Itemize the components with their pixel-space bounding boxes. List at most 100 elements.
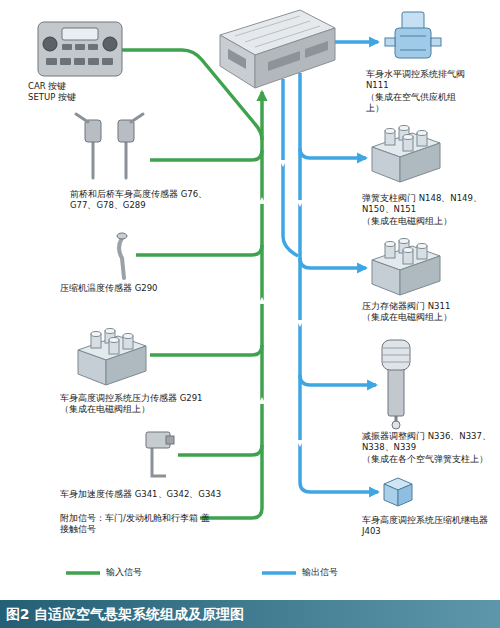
exhaust-valve-illustration — [431, 38, 441, 46]
damper-strut-illustration — [383, 348, 409, 349]
component-label: 压力存储器阀门 N311 — [362, 301, 494, 312]
component-node: 压力存储器阀门 N311（集成在电磁阀组上） — [362, 300, 494, 329]
exhaust-valve-illustration — [400, 50, 426, 51]
temperature-sensor-illustration — [117, 233, 127, 239]
signal-arrow — [259, 397, 266, 404]
input-wire — [178, 445, 262, 455]
component-node: 车身高度调控系统压缩机继电器 J403 — [362, 514, 494, 543]
signal-arrow — [259, 297, 266, 304]
damper-strut-illustration — [383, 355, 409, 356]
component-label: 弹簧支柱阀门 N148、N149、 N150、N151 — [362, 193, 494, 216]
exhaust-valve-illustration — [385, 12, 441, 58]
output-wire — [283, 42, 378, 492]
signal-arrow — [280, 160, 304, 447]
temperature-sensor-illustration — [117, 233, 127, 278]
valve-block-illustration — [78, 329, 146, 386]
output-wire — [300, 148, 366, 158]
acceleration-sensor-illustration — [146, 432, 174, 476]
component-label: 车身水平调控系统排气阀 N111 — [366, 69, 466, 92]
exhaust-valve-illustration — [400, 36, 426, 37]
component-label: （集成在空气供应机组 上） — [366, 92, 466, 115]
component-label: （集成在各个空气弹簧支柱上） — [362, 454, 494, 465]
control-panel-illustration — [102, 58, 113, 65]
legend-text: 输入信号 — [106, 566, 142, 579]
component-label: （集成在电磁阀组上） — [362, 216, 494, 227]
exhaust-valve-illustration — [402, 12, 424, 30]
signal-arrow — [259, 197, 266, 404]
legend-text: 输出信号 — [302, 566, 338, 579]
component-label: 附加信号：车门/发动机舱和行李箱 盖接触信号 — [60, 513, 210, 536]
legend-line — [262, 571, 296, 575]
control-panel-illustration — [103, 37, 117, 51]
input-wire — [150, 150, 262, 160]
component-label: 车身高度调控系统压力传感器 G291 — [60, 393, 235, 404]
legend-item: 输出信号 — [262, 566, 338, 579]
control-unit-illustration — [220, 35, 255, 88]
relay-illustration — [384, 478, 412, 506]
output-wire — [300, 375, 376, 385]
control-panel-illustration — [74, 58, 85, 65]
component-node: CAR 按键 SETUP 按键 — [28, 80, 90, 109]
acceleration-sensor-illustration — [152, 448, 166, 476]
component-node: 车身高度调控系统压力传感器 G291（集成在电磁阀组上） — [60, 392, 235, 421]
acceleration-sensor-illustration — [166, 436, 174, 444]
control-panel-illustration — [46, 58, 57, 65]
component-label: （集成在电磁阀组上） — [362, 312, 494, 323]
legend-swatch — [66, 569, 100, 577]
relay-illustration — [384, 484, 398, 506]
component-node: 车身水平调控系统排气阀 N111（集成在空气供应机组 上） — [366, 68, 466, 120]
component-node: 弹簧支柱阀门 N148、N149、 N150、N151（集成在电磁阀组上） — [362, 192, 494, 233]
control-panel-illustration — [75, 44, 85, 50]
output-wire — [335, 40, 378, 44]
control-panel-illustration — [38, 22, 122, 76]
figure-caption: 图2 自适应空气悬架系统组成及原理图 — [6, 600, 244, 628]
component-node: 附加信号：车门/发动机舱和行李箱 盖接触信号 — [60, 512, 210, 541]
damper-strut-illustration — [392, 421, 400, 429]
control-panel-illustration — [62, 44, 72, 50]
component-label: （集成在电磁阀组上） — [60, 404, 235, 415]
height-sensor-illustration — [92, 140, 95, 178]
relay-illustration — [398, 484, 412, 506]
control-panel-illustration — [38, 22, 122, 76]
exhaust-valve-illustration — [395, 28, 431, 58]
temperature-sensor-illustration — [119, 238, 124, 278]
height-sensor-illustration — [125, 140, 128, 178]
output-wire — [300, 258, 366, 268]
control-unit-illustration — [220, 10, 335, 88]
signal-arrow — [297, 320, 304, 327]
component-node: 减振器调整阀门 N336、N337、 N338、N339（集成在各个空气弹簧支柱… — [362, 430, 494, 471]
signal-arrow — [297, 200, 304, 207]
component-node: 压缩机温度传感器 G290 — [60, 282, 210, 300]
valve-block-illustration — [372, 126, 440, 183]
signal-arrow — [297, 440, 304, 447]
control-unit-illustration — [245, 21, 310, 42]
control-unit-illustration — [255, 26, 320, 47]
component-label: 减振器调整阀门 N336、N337、 N338、N339 — [362, 431, 494, 454]
input-wire — [150, 345, 262, 355]
height-sensor-illustration — [76, 114, 88, 122]
output-wire — [283, 79, 298, 256]
legend-swatch — [262, 569, 296, 577]
damper-strut-illustration — [383, 362, 409, 363]
component-label: 压缩机温度传感器 G290 — [60, 283, 210, 294]
signal-arrow — [280, 160, 287, 167]
component-label: 车身加速度传感器 G341、G342、G343 — [60, 489, 245, 500]
component-node: 前桥和后桥车身高度传感器 G76、 G77、G78、G289 — [70, 188, 210, 217]
control-panel-illustration — [60, 58, 71, 65]
control-panel-illustration — [43, 37, 57, 51]
caption-band — [0, 600, 500, 628]
control-unit-illustration — [255, 28, 335, 88]
input-wire — [136, 245, 262, 255]
signal-arrow — [259, 197, 266, 204]
height-sensor-illustration — [76, 114, 143, 178]
control-unit-illustration — [305, 41, 328, 58]
control-panel-illustration — [88, 58, 99, 65]
damper-strut-illustration — [388, 366, 404, 416]
output-wire — [300, 73, 378, 492]
exhaust-valve-illustration — [385, 38, 395, 46]
component-label: 车身高度调控系统压缩机继电器 J403 — [362, 515, 494, 538]
legend-line — [66, 571, 100, 575]
control-unit-illustration — [235, 16, 300, 36]
damper-strut-illustration — [382, 340, 410, 429]
